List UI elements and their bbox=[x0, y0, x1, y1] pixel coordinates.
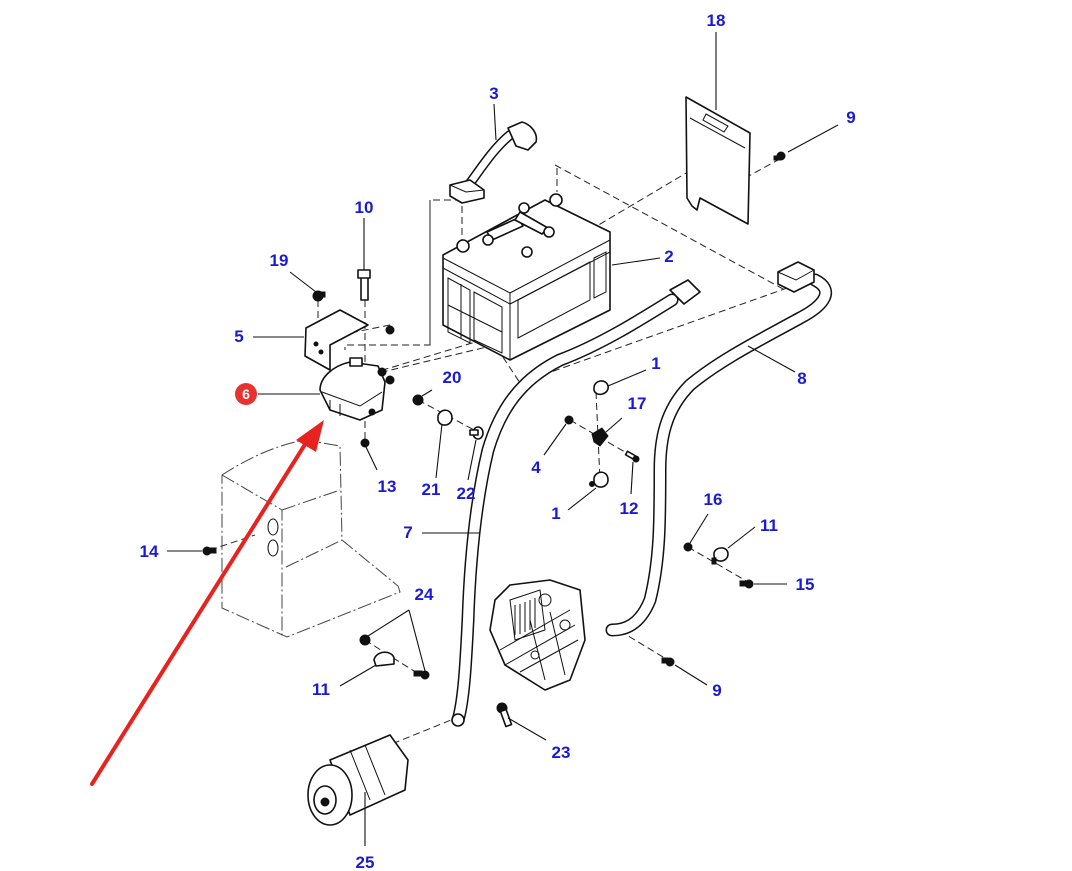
callout-2[interactable]: 2 bbox=[664, 247, 673, 266]
part-24-bolt[interactable] bbox=[413, 670, 430, 680]
part-23-bolt[interactable] bbox=[496, 702, 513, 728]
callout-22[interactable]: 22 bbox=[457, 484, 476, 503]
part-8-negative-cable[interactable] bbox=[605, 261, 833, 637]
part-16-nut[interactable] bbox=[683, 542, 693, 552]
part-10-bolt[interactable] bbox=[357, 269, 371, 301]
callout-20[interactable]: 20 bbox=[443, 368, 462, 387]
callout-4[interactable]: 4 bbox=[531, 458, 541, 477]
part-24-nut[interactable] bbox=[359, 634, 371, 646]
part-13-nut[interactable] bbox=[360, 438, 370, 448]
part-25-starter-motor[interactable] bbox=[307, 734, 409, 826]
callout-10[interactable]: 10 bbox=[355, 198, 374, 217]
callout-9-top[interactable]: 9 bbox=[846, 108, 855, 127]
engine-block bbox=[489, 579, 586, 691]
part-12-bolt[interactable] bbox=[624, 450, 640, 463]
callout-11-right[interactable]: 11 bbox=[760, 516, 778, 535]
leader-lines bbox=[167, 32, 839, 846]
callout-5[interactable]: 5 bbox=[234, 327, 243, 346]
callout-21[interactable]: 21 bbox=[422, 480, 441, 499]
part-9-bolt-bottom[interactable] bbox=[661, 657, 675, 667]
callout-14[interactable]: 14 bbox=[140, 542, 159, 561]
red-pointer-arrow bbox=[90, 420, 324, 786]
callout-1-upper[interactable]: 1 bbox=[651, 354, 660, 373]
callout-1-lower[interactable]: 1 bbox=[551, 504, 560, 523]
callout-19[interactable]: 19 bbox=[270, 251, 289, 270]
part-1-clip-upper[interactable] bbox=[593, 380, 609, 396]
highlight-circle bbox=[235, 383, 257, 405]
callout-9-bottom[interactable]: 9 bbox=[712, 681, 721, 700]
callout-6: 6 bbox=[242, 386, 250, 402]
part-4-nut[interactable] bbox=[564, 415, 574, 425]
callout-labels: 18 3 9 10 19 2 5 20 1 8 17 4 13 21 22 1 … bbox=[140, 11, 856, 871]
part-9-bolt-top[interactable] bbox=[773, 151, 786, 161]
callout-23[interactable]: 23 bbox=[552, 743, 571, 762]
highlight-badge-part-6[interactable]: 6 bbox=[235, 383, 257, 405]
part-3-jumper-cable[interactable] bbox=[449, 121, 538, 204]
part-6-isolator-switch[interactable] bbox=[319, 357, 395, 421]
battery-box-enclosure bbox=[221, 439, 401, 638]
part-17-bracket[interactable] bbox=[591, 427, 609, 447]
part-18-plate[interactable] bbox=[685, 96, 751, 225]
part-5-bracket[interactable] bbox=[304, 309, 369, 371]
part-20-nut[interactable] bbox=[412, 394, 424, 406]
part-1-clip-lower[interactable] bbox=[589, 471, 609, 488]
callout-15[interactable]: 15 bbox=[796, 575, 815, 594]
part-15-bolt[interactable] bbox=[739, 579, 754, 589]
callout-24[interactable]: 24 bbox=[415, 585, 434, 604]
part-22-bolt[interactable] bbox=[469, 426, 484, 440]
callout-8[interactable]: 8 bbox=[797, 369, 806, 388]
callout-25[interactable]: 25 bbox=[356, 853, 375, 871]
part-21-clip[interactable] bbox=[437, 409, 453, 426]
callout-12[interactable]: 12 bbox=[620, 499, 639, 518]
callout-16[interactable]: 16 bbox=[704, 490, 723, 509]
callout-11-left[interactable]: 11 bbox=[312, 680, 330, 699]
callout-13[interactable]: 13 bbox=[378, 477, 397, 496]
callout-3[interactable]: 3 bbox=[489, 84, 498, 103]
part-14-bolt[interactable] bbox=[202, 546, 217, 556]
part-7-positive-cable[interactable] bbox=[451, 279, 701, 727]
part-6-fastener bbox=[385, 325, 395, 335]
callout-18[interactable]: 18 bbox=[707, 11, 726, 30]
part-11-clip-left[interactable] bbox=[373, 651, 395, 667]
part-2-battery[interactable] bbox=[442, 193, 611, 361]
callout-17[interactable]: 17 bbox=[628, 394, 647, 413]
part-11-clip-right[interactable] bbox=[711, 547, 729, 565]
part-19-nut[interactable] bbox=[312, 290, 326, 302]
callout-7[interactable]: 7 bbox=[403, 523, 412, 542]
